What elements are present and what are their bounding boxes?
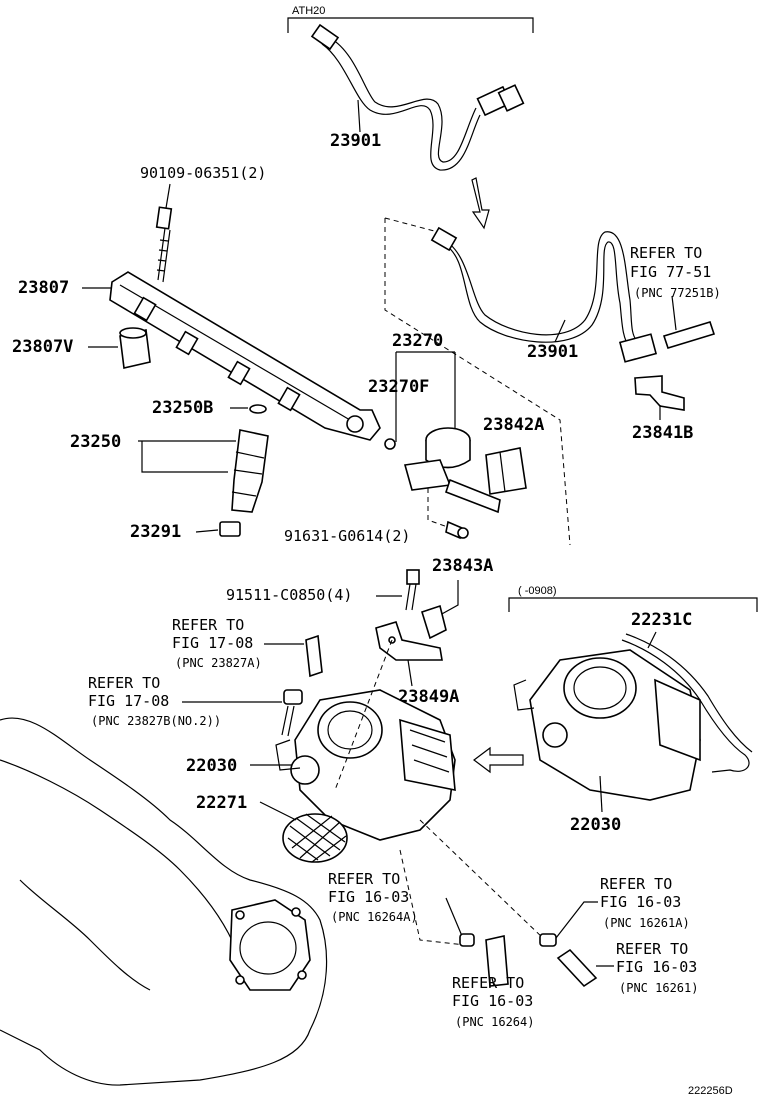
label-90109-06351: 90109-06351(2) xyxy=(140,164,266,182)
reference-fig-16-03-16261a: REFER TO FIG 16-03 (PNC 16261A) xyxy=(539,875,690,947)
reference-fig-17-08-b: REFER TO FIG 17-08 (PNC 23827B(NO.2)) xyxy=(88,674,303,737)
label-23807v: 23807V xyxy=(12,337,73,357)
ref-77-51-line1: REFER TO xyxy=(630,244,702,262)
label-23901-lower: 23901 xyxy=(527,342,578,362)
label-23901-top: 23901 xyxy=(330,131,381,151)
fuel-hose-top xyxy=(310,23,525,171)
label-23807: 23807 xyxy=(18,278,69,298)
ref-16264a-line1: REFER TO xyxy=(328,870,400,888)
regulator-o-ring xyxy=(384,438,396,450)
label-23849a: 23849A xyxy=(398,687,459,707)
o-ring xyxy=(249,404,267,414)
variant-label-top: ATH20 xyxy=(292,5,325,17)
fuel-injector xyxy=(231,429,269,513)
clip-23841b xyxy=(634,375,685,420)
pressure-regulator xyxy=(403,427,501,514)
bolt-91511 xyxy=(405,569,420,611)
hose-group-box xyxy=(384,217,571,546)
reference-fig-77-51: REFER TO FIG 77-51 (PNC 77251B) xyxy=(630,244,721,349)
ref-16261-line1: REFER TO xyxy=(616,940,688,958)
ref-16264-line2: FIG 16-03 xyxy=(452,992,533,1010)
ref-77-51-line3: (PNC 77251B) xyxy=(634,286,721,300)
fuel-hose-lower xyxy=(430,226,658,363)
bolt-91631 xyxy=(445,520,469,540)
direction-arrow-left xyxy=(473,746,524,774)
intake-manifold xyxy=(0,717,328,1086)
ref-77-51-line2: FIG 77-51 xyxy=(630,263,711,281)
label-23250: 23250 xyxy=(70,432,121,452)
ref-17-08b-line2: FIG 17-08 xyxy=(88,692,169,710)
stud-bolt xyxy=(155,206,173,283)
ref-17-08a-line1: REFER TO xyxy=(172,616,244,634)
injector-insulator xyxy=(219,521,241,537)
ref-16261a-line1: REFER TO xyxy=(600,875,672,893)
bracket-23849a xyxy=(375,621,443,661)
fuel-delivery-pipe xyxy=(109,271,381,441)
reference-fig-16-03-16264: REFER TO FIG 16-03 (PNC 16264) xyxy=(452,935,534,1029)
reference-fig-16-03-16261: REFER TO FIG 16-03 (PNC 16261) xyxy=(556,940,698,995)
ref-16264-line1: REFER TO xyxy=(452,974,524,992)
label-23250b: 23250B xyxy=(152,398,213,418)
ref-16264-line3: (PNC 16264) xyxy=(455,1015,534,1029)
cover-23842a xyxy=(485,447,527,495)
gasket-22271 xyxy=(282,813,348,863)
throttle-body-alt xyxy=(513,633,753,801)
label-23842a: 23842A xyxy=(483,415,544,435)
label-22271: 22271 xyxy=(196,793,247,813)
sensor-23843a xyxy=(421,604,447,640)
ref-16261a-line2: FIG 16-03 xyxy=(600,893,681,911)
label-91631-g0614: 91631-G0614(2) xyxy=(284,527,410,545)
reference-fig-16-03-16264a: REFER TO FIG 16-03 (PNC 16264A) xyxy=(328,870,475,947)
label-22030-main: 22030 xyxy=(186,756,237,776)
label-22030-alt: 22030 xyxy=(570,815,621,835)
label-22231c: 22231C xyxy=(631,610,692,630)
label-23291: 23291 xyxy=(130,522,181,542)
direction-arrow-down xyxy=(471,177,490,230)
label-23843a: 23843A xyxy=(432,556,493,576)
ref-16261-line2: FIG 16-03 xyxy=(616,958,697,976)
variant-bracket-right: ( -0908) xyxy=(508,585,758,612)
variant-label-right: ( -0908) xyxy=(518,585,557,597)
ref-17-08a-line3: (PNC 23827A) xyxy=(175,656,262,670)
ref-16264a-line3: (PNC 16264A) xyxy=(331,910,418,924)
drawing-id: 222256D xyxy=(688,1085,733,1097)
reference-fig-17-08-a: REFER TO FIG 17-08 (PNC 23827A) xyxy=(172,616,323,678)
variant-bracket-top: ATH20 xyxy=(287,5,534,33)
ref-16264a-line2: FIG 16-03 xyxy=(328,888,409,906)
ref-17-08b-line1: REFER TO xyxy=(88,674,160,692)
label-23270f: 23270F xyxy=(368,377,429,397)
insulator-23807v xyxy=(119,327,151,369)
ref-17-08b-line3: (PNC 23827B(NO.2)) xyxy=(91,714,221,728)
ref-17-08a-line2: FIG 17-08 xyxy=(172,634,253,652)
throttle-body-main xyxy=(275,689,456,841)
label-91511-c0850: 91511-C0850(4) xyxy=(226,586,352,604)
label-23841b: 23841B xyxy=(632,423,693,443)
ref-16261a-line3: (PNC 16261A) xyxy=(603,916,690,930)
label-23270: 23270 xyxy=(392,331,443,351)
ref-16261-line3: (PNC 16261) xyxy=(619,981,698,995)
